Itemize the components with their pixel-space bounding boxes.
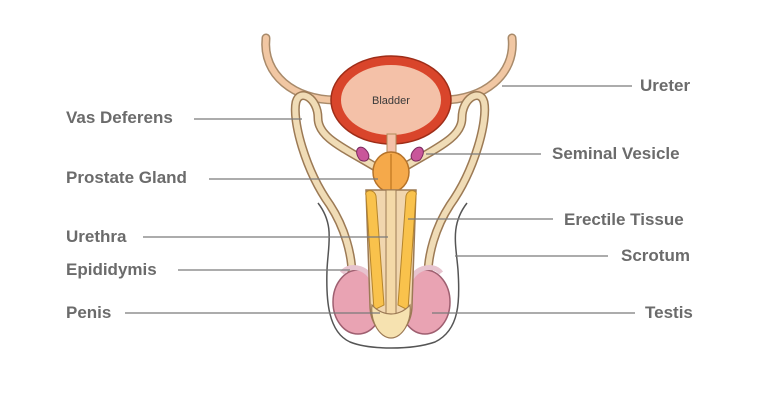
label-prostate-gland: Prostate Gland — [66, 168, 187, 187]
label-epididymis: Epididymis — [66, 260, 157, 279]
vas-deferens-ducts — [290, 91, 490, 280]
glans — [371, 303, 411, 339]
leader-lines — [125, 85, 635, 314]
ureters — [261, 33, 517, 105]
prostate-gland — [372, 151, 410, 193]
left-erectile-column — [365, 190, 385, 311]
label-urethra: Urethra — [66, 227, 127, 246]
right-erectile-column — [397, 190, 417, 311]
bladder-label: Bladder — [372, 95, 410, 107]
label-testis: Testis — [645, 303, 693, 322]
bladder: Bladder — [330, 55, 452, 145]
label-penis: Penis — [66, 303, 112, 322]
scrotum-outline — [317, 202, 468, 349]
seminal-vesicles — [356, 146, 424, 162]
penis-body — [365, 189, 417, 339]
label-erectile-tissue: Erectile Tissue — [564, 210, 684, 229]
label-scrotum: Scrotum — [621, 246, 690, 265]
urethra-tube — [385, 189, 397, 319]
label-seminal-vesicle: Seminal Vesicle — [552, 144, 680, 163]
label-vas-deferens: Vas Deferens — [66, 108, 173, 127]
label-ureter: Ureter — [640, 76, 691, 95]
